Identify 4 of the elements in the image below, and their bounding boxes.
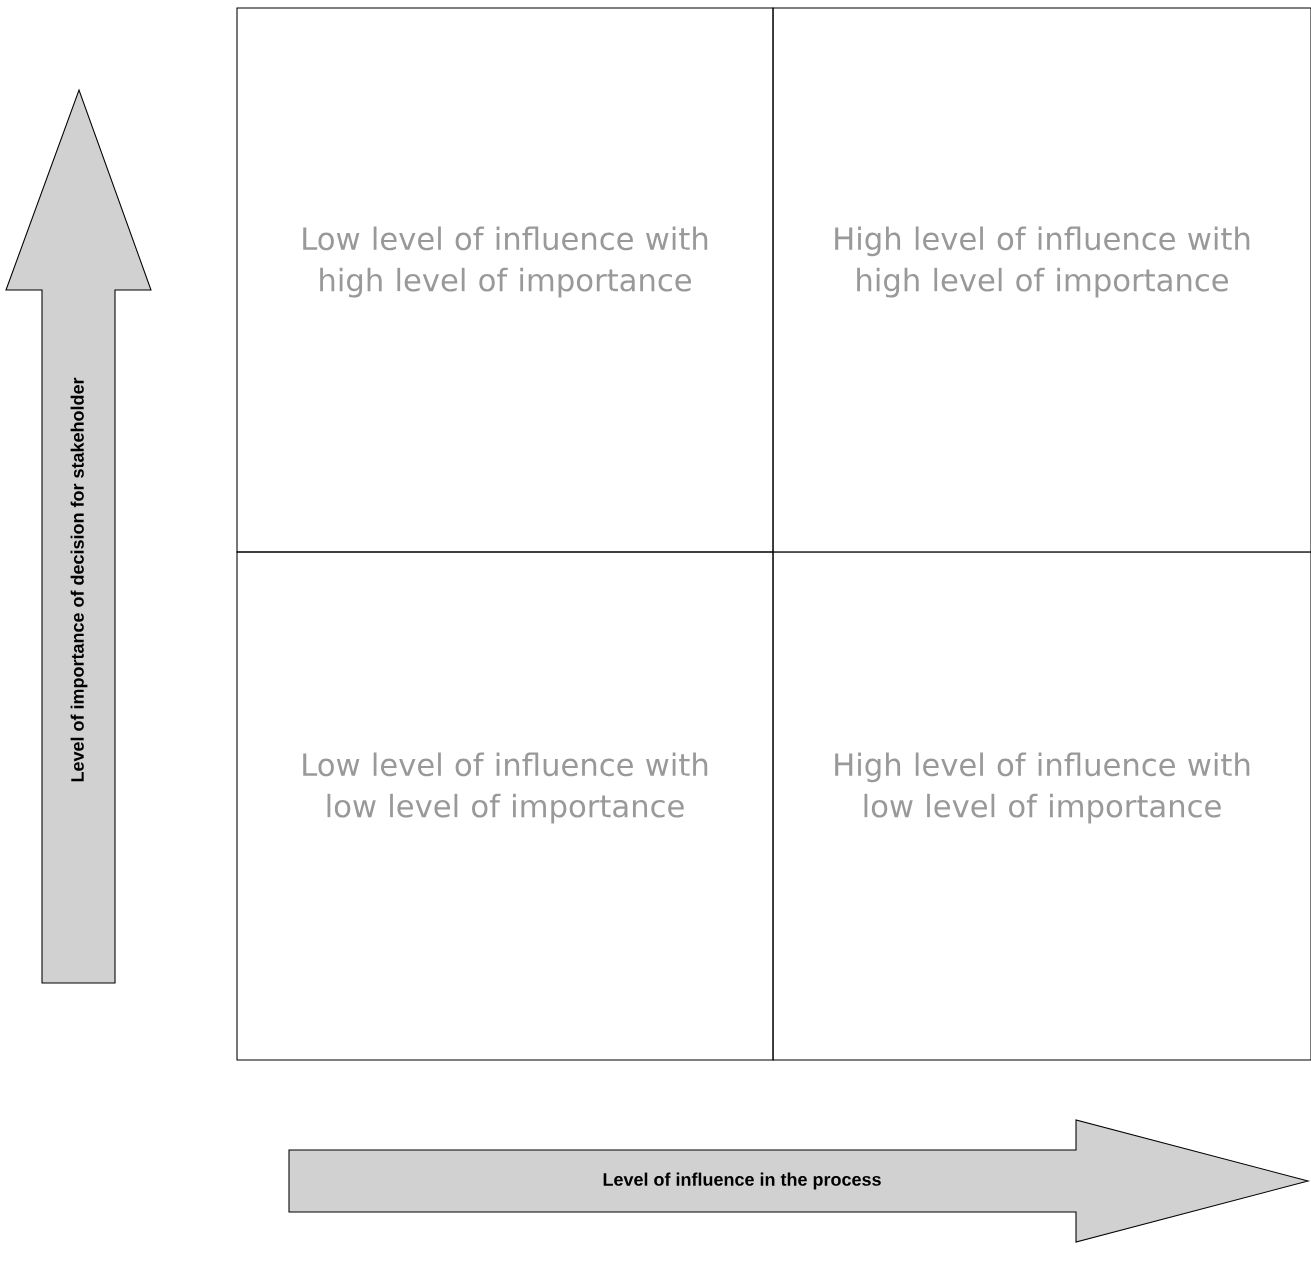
quadrant-box: Low level of influence with low level of importance xyxy=(236,551,774,1061)
quadrant-box: Low level of influence with high level of importance xyxy=(236,7,774,553)
quadrant-box: High level of influence with low level of importance xyxy=(772,551,1311,1061)
quadrant-box: High level of influence with high level of importance xyxy=(772,7,1311,553)
